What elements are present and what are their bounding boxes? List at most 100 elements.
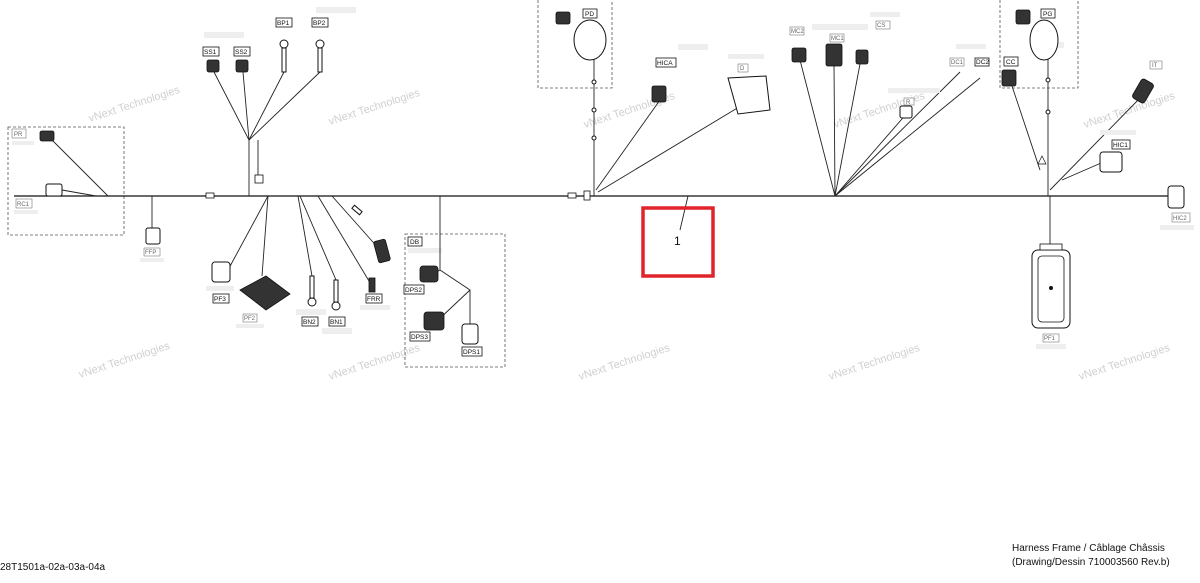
bn1-description — [322, 328, 352, 334]
watermark-7: vNext Technologies — [327, 342, 422, 383]
bp1-label-box — [275, 17, 293, 28]
pg-label-box — [1040, 8, 1056, 19]
it-label: IT — [1152, 63, 1158, 69]
ss-bp-bundle: SS1 SS2 BP1 BP2 — [202, 7, 356, 196]
cc-label: CC — [1006, 59, 1016, 66]
cs-label-box — [875, 20, 891, 30]
pg-label: PG — [1043, 11, 1052, 18]
pf1-top-tab — [1039, 243, 1063, 251]
pf2-label-box — [242, 313, 258, 323]
ss2-label: SS2 — [235, 49, 248, 56]
dps1-label: DPS1 — [463, 349, 480, 356]
it-connector — [1132, 78, 1154, 104]
rc1-label-box — [15, 198, 33, 209]
pf1-center-icon — [1049, 286, 1053, 290]
bn2-description — [296, 309, 326, 315]
cc-connector — [1001, 69, 1017, 87]
d-branch: D — [597, 54, 771, 193]
inline-splice-1 — [205, 192, 215, 199]
hic2-connector — [1167, 185, 1185, 209]
hic2-label-box — [1171, 212, 1191, 223]
pf1-label: PF1 — [1044, 336, 1056, 342]
frr-branch: FRR — [317, 195, 390, 310]
pf2-connector — [239, 275, 291, 311]
pg-splice-dot — [1045, 109, 1051, 115]
inline-splice-3 — [583, 190, 591, 201]
cs-label: CS — [877, 23, 885, 29]
mc2-connector — [791, 47, 807, 63]
pr-connector — [39, 130, 55, 142]
r-description — [888, 88, 940, 93]
pd-label: PD — [585, 11, 594, 18]
pf3-connector — [211, 261, 231, 283]
pf3-label: PF3 — [214, 296, 226, 303]
drawing-title-line1: Harness Frame / Câblage Châssis — [1012, 543, 1165, 554]
warning-triangle-icon — [1037, 155, 1047, 165]
r-label: R — [906, 100, 911, 106]
ffp-description — [140, 258, 164, 262]
dps2-label-box — [403, 284, 425, 295]
drawing-title-line2: (Drawing/Dessin 710003560 Rev.b) — [1012, 557, 1170, 568]
pf1-description — [1036, 344, 1066, 349]
mc-description — [812, 24, 868, 30]
watermark-9: vNext Technologies — [827, 342, 922, 383]
splice-marker — [254, 174, 264, 184]
cc-label-box — [1003, 56, 1019, 67]
dps3-connector — [423, 311, 445, 331]
hic1-label: HIC1 — [1113, 142, 1128, 149]
bp1-ring-terminal — [279, 39, 289, 49]
callout-highlight-box — [641, 206, 715, 278]
group-box-pd — [537, 0, 613, 89]
pf1-label-box — [1042, 333, 1060, 343]
db-label: DB — [410, 239, 419, 246]
group-box-left — [7, 126, 125, 236]
dc-description — [956, 44, 986, 49]
watermark-4: vNext Technologies — [832, 90, 927, 131]
pd-label-box — [582, 8, 598, 19]
bn2-ring-terminal — [307, 297, 317, 307]
hic2-label: HIC2 — [1173, 216, 1187, 222]
inline-splice-2 — [567, 192, 577, 199]
bn-branches: BN2 BN1 — [296, 195, 352, 334]
ss1-connector — [206, 59, 220, 73]
pf3-description — [206, 286, 234, 291]
hic1-connector — [1099, 151, 1123, 173]
bn2-label: BN2 — [303, 319, 316, 326]
hic2-description — [1160, 225, 1194, 230]
ss-description — [204, 32, 244, 38]
hic1-label-box — [1111, 139, 1131, 150]
pf1-branch: PF1 — [1031, 196, 1071, 349]
hica-label: HICA — [657, 60, 673, 67]
mc1-label: MC1 — [831, 36, 844, 42]
bn2-connector — [309, 275, 315, 299]
pd-splice-dot-2 — [591, 135, 597, 141]
d-label-box — [737, 63, 749, 73]
bn2-label-box — [301, 316, 319, 327]
ss2-label-box — [233, 46, 251, 57]
pf3-label-box — [212, 293, 230, 304]
dc2-label: DC2 — [976, 59, 989, 66]
watermark-2: vNext Technologies — [327, 87, 422, 128]
bp2-label: BP2 — [313, 20, 326, 27]
rc1-connector — [45, 183, 63, 197]
group-box-dps — [404, 233, 506, 368]
rc1-description — [14, 210, 38, 214]
hica-description — [678, 44, 708, 50]
ffp-label-box — [143, 247, 161, 257]
pd-branch: PD — [555, 8, 607, 196]
frr-label-box — [365, 293, 383, 304]
bp2-description — [316, 7, 356, 13]
ss1-label: SS1 — [204, 49, 217, 56]
db-inline-splice — [351, 204, 363, 216]
cc-pg-branches: CC PG — [1001, 8, 1064, 196]
bn1-ring-terminal — [331, 301, 341, 311]
dc2-label-box — [974, 57, 990, 67]
ss2-connector — [235, 59, 249, 73]
bp2-ring-terminal — [315, 39, 325, 49]
pf2-label: PF2 — [244, 316, 256, 322]
mc2-label: MC2 — [791, 29, 804, 35]
db-label-box — [407, 236, 423, 247]
mc-cs-branches: MC2 MC1 CS R DC1 DC2 — [789, 12, 990, 197]
mc1-label-box — [829, 33, 845, 43]
